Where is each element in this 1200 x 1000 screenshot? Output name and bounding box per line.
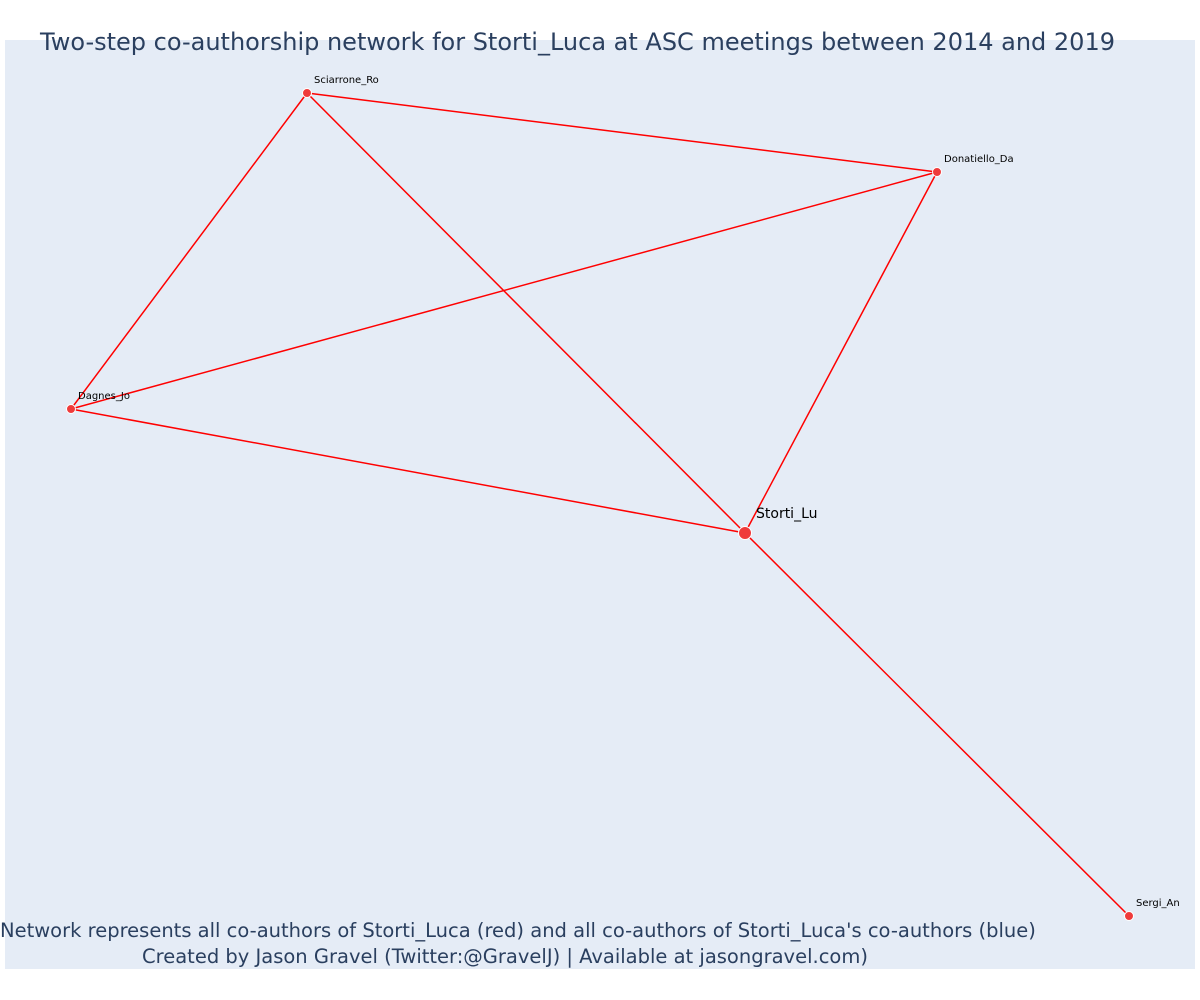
node-storti-lu[interactable]: [738, 526, 752, 540]
node-label-sciarrone-ro: Sciarrone_Ro: [314, 75, 379, 86]
edges-layer: [70, 92, 1130, 917]
node-label-storti-lu: Storti_Lu: [756, 506, 818, 522]
caption-line-2: Created by Jason Gravel (Twitter:@Gravel…: [142, 945, 868, 968]
node-label-donatiello-da: Donatiello_Da: [944, 154, 1014, 165]
node-label-dagnes-jo: Dagnes_Jo: [78, 391, 130, 402]
edge-donatiello-da-dagnes-jo: [70, 171, 938, 410]
edge-sciarrone-ro-storti-lu: [306, 92, 746, 534]
nodes-layer: [66, 88, 1134, 921]
edge-dagnes-jo-storti-lu: [70, 408, 746, 534]
node-label-sergi-an: Sergi_An: [1136, 898, 1180, 909]
node-dagnes-jo[interactable]: [66, 404, 76, 414]
node-sciarrone-ro[interactable]: [302, 88, 312, 98]
edge-storti-lu-sergi-an: [744, 532, 1130, 917]
node-sergi-an[interactable]: [1124, 911, 1134, 921]
labels-layer: Storti_Lu Sciarrone_RoDonatiello_DaDagnes…: [78, 75, 1180, 909]
chart-title: Two-step co-authorship network for Stort…: [40, 28, 1115, 56]
edge-sciarrone-ro-donatiello-da: [306, 92, 938, 173]
node-donatiello-da[interactable]: [932, 167, 942, 177]
caption: Network represents all co-authors of Sto…: [0, 918, 1036, 970]
edge-sciarrone-ro-dagnes-jo: [70, 92, 308, 410]
plot-area: [5, 40, 1195, 969]
caption-line-1: Network represents all co-authors of Sto…: [0, 919, 1036, 942]
edge-donatiello-da-storti-lu: [744, 171, 938, 534]
